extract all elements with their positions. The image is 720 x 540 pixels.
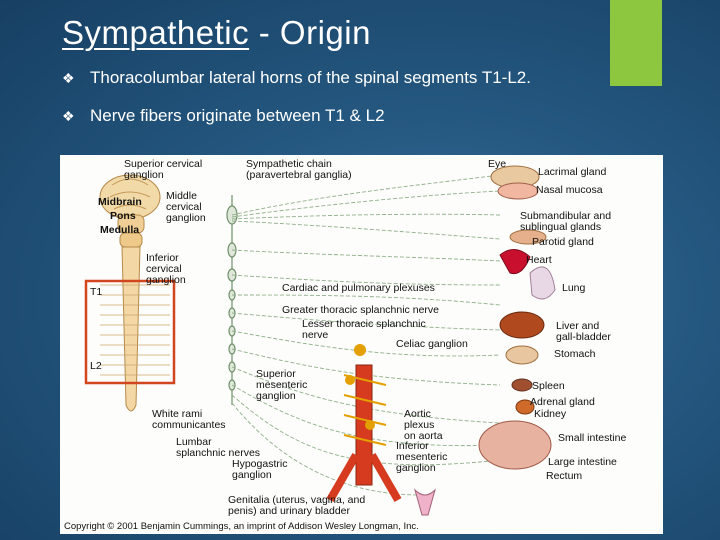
spinal-segment-lines [100, 284, 170, 376]
label-t1: T1 [90, 286, 103, 298]
copyright-notice: Copyright © 2001 Benjamin Cummings, an i… [64, 521, 419, 532]
aorta-plexus [326, 344, 402, 503]
t1-l2-highlight-box [84, 279, 176, 385]
label-superior-cervical-ganglion: Superior cervical ganglion [124, 158, 203, 181]
bullet-list: ❖ Thoracolumbar lateral horns of the spi… [62, 68, 702, 144]
label-pons: Pons [110, 210, 136, 222]
label-parotid: Parotid gland [532, 236, 594, 248]
label-lumbar-splanchnic: Lumbar splanchnic nerves [176, 436, 261, 459]
sympathetic-chain [226, 195, 238, 405]
label-adrenal: Adrenal gland [530, 396, 595, 408]
label-white-rami: White rami communicantes [152, 408, 226, 431]
label-lesser-splanchnic: Lesser thoracic splanchnic nerve [302, 318, 426, 341]
bullet-item: ❖ Nerve fibers originate between T1 & L2 [62, 106, 702, 126]
label-eye: Eye [488, 158, 507, 170]
label-hypogastric: Hypogastric ganglion [232, 458, 288, 481]
label-small-intestine: Small intestine [558, 432, 627, 444]
label-midbrain: Midbrain [98, 196, 142, 208]
brain-stem-drawing [99, 174, 161, 412]
sympathetic-diagram: Superior cervical ganglion Sympathetic c… [60, 155, 663, 534]
label-medulla: Medulla [100, 224, 140, 236]
label-lacrimal-gland: Lacrimal gland [538, 166, 607, 178]
diamond-bullet-icon: ❖ [62, 70, 75, 86]
diamond-bullet-icon: ❖ [62, 108, 75, 124]
slide-title-rest: - Origin [249, 14, 371, 51]
label-greater-splanchnic: Greater thoracic splanchnic nerve [282, 304, 439, 316]
bullet-item: ❖ Thoracolumbar lateral horns of the spi… [62, 68, 702, 88]
label-rectum: Rectum [546, 470, 583, 482]
label-superior-mesenteric: Superior mesenteric ganglion [256, 368, 308, 402]
label-cardiac-plexuses: Cardiac and pulmonary plexuses [282, 282, 435, 294]
label-genitalia: Genitalia (uterus, vagina, and penis) an… [228, 494, 366, 517]
label-stomach: Stomach [554, 348, 596, 360]
label-liver: Liver and gall-bladder [556, 320, 611, 343]
bullet-text: Nerve fibers originate between T1 & L2 [90, 106, 385, 125]
organ-drawings [414, 165, 556, 516]
label-middle-cervical-ganglion: Middle cervical ganglion [166, 190, 206, 224]
label-large-intestine: Large intestine [548, 456, 617, 468]
label-nasal-mucosa: Nasal mucosa [536, 184, 603, 196]
label-celiac-ganglion: Celiac ganglion [396, 338, 468, 350]
label-inferior-mesenteric: Inferior mesenteric ganglion [396, 440, 448, 474]
label-lung: Lung [562, 282, 586, 294]
label-l2: L2 [90, 360, 102, 372]
bullet-text: Thoracolumbar lateral horns of the spina… [90, 68, 531, 87]
label-spleen: Spleen [532, 380, 565, 392]
label-kidney: Kidney [534, 408, 567, 420]
label-submandibular: Submandibular and sublingual glands [520, 210, 612, 233]
diagram-artwork [84, 165, 556, 516]
label-inferior-cervical-ganglion: Inferior cervical ganglion [146, 252, 186, 286]
slide-title: Sympathetic - Origin [62, 14, 371, 52]
accent-bar [610, 0, 662, 86]
slide-title-main: Sympathetic [62, 14, 250, 51]
label-heart: Heart [526, 254, 552, 266]
label-aortic-plexus: Aortic plexus on aorta [404, 408, 443, 442]
label-sympathetic-chain: Sympathetic chain (paravertebral ganglia… [246, 158, 352, 181]
